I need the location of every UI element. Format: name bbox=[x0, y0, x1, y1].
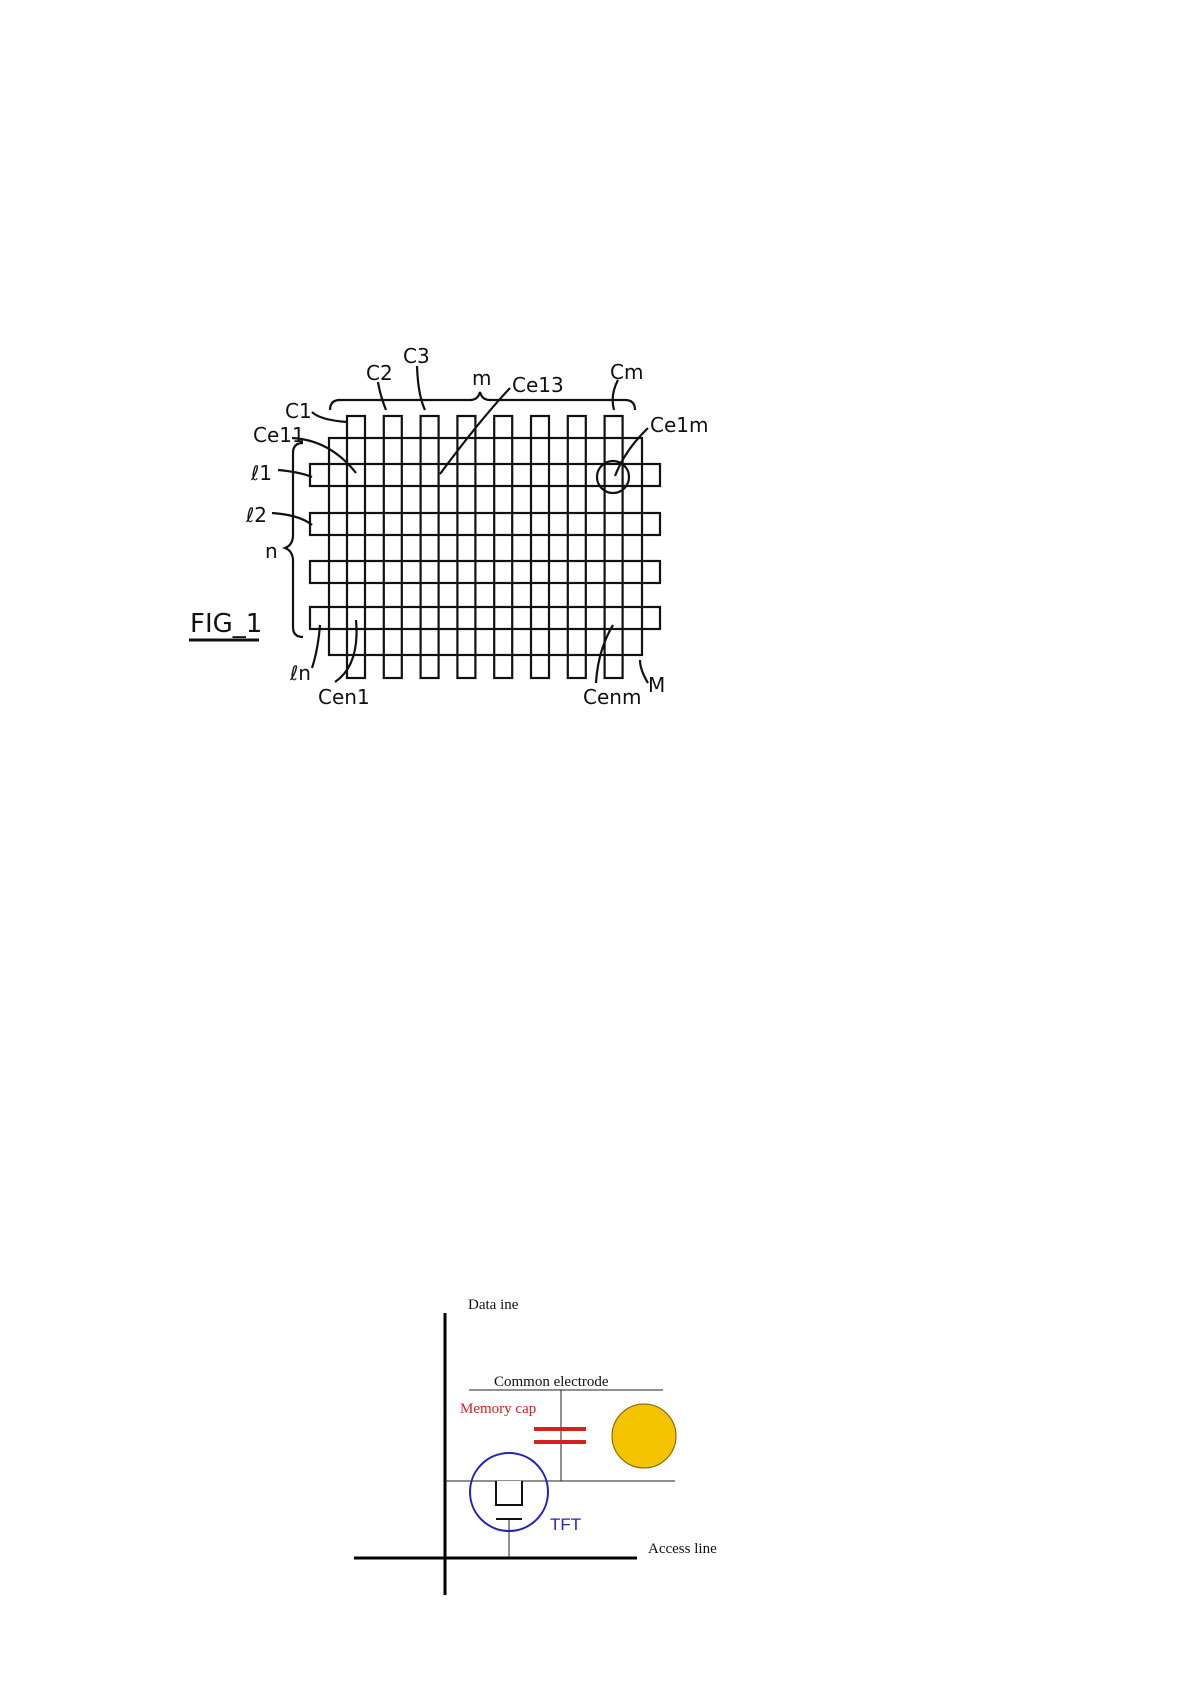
matrix-outline bbox=[327, 436, 644, 657]
brace-m bbox=[328, 391, 637, 411]
label-ln: ℓn bbox=[289, 661, 311, 685]
column-electrodes bbox=[345, 414, 624, 680]
label-c1: C1 bbox=[285, 399, 312, 423]
cell-highlight-circle bbox=[595, 459, 631, 495]
label-l1: ℓ1 bbox=[250, 461, 272, 485]
column-electrode bbox=[603, 414, 624, 680]
column-electrode bbox=[529, 414, 551, 680]
column-electrode bbox=[456, 414, 477, 680]
row-electrode bbox=[308, 511, 662, 537]
leader-ce1m bbox=[613, 427, 649, 477]
label-cen1: Cen1 bbox=[318, 685, 370, 709]
row-electrodes bbox=[308, 462, 662, 631]
pixel-liquid-crystal bbox=[611, 1403, 677, 1469]
column-electrode bbox=[382, 414, 403, 680]
leader-l1 bbox=[277, 468, 313, 479]
figure-1: C1 C2 C3 m Ce13 Cm Ce1m Ce11 ℓ1 ℓ2 n ℓn … bbox=[189, 344, 708, 709]
column-electrode bbox=[345, 414, 367, 680]
leader-cm bbox=[611, 379, 619, 411]
leader-ce11 bbox=[291, 436, 357, 474]
label-c2: C2 bbox=[366, 361, 393, 385]
label-cenm: Cenm bbox=[583, 685, 641, 709]
leader-c3 bbox=[415, 365, 427, 411]
column-electrode bbox=[419, 414, 440, 680]
label-ce13: Ce13 bbox=[512, 373, 564, 397]
leader-m-matrix bbox=[638, 659, 649, 684]
label-ce11: Ce11 bbox=[253, 423, 305, 447]
label-cm: Cm bbox=[610, 360, 643, 384]
label-c3: C3 bbox=[403, 344, 430, 368]
label-ce1m: Ce1m bbox=[650, 413, 708, 437]
label-tft: TFT bbox=[550, 1515, 581, 1534]
leader-ce13 bbox=[439, 387, 511, 475]
label-data-line: Data ine bbox=[468, 1297, 519, 1313]
brace-n bbox=[281, 441, 304, 639]
column-electrode bbox=[493, 414, 514, 680]
leader-cenm bbox=[594, 624, 614, 684]
label-memory-cap: Memory cap bbox=[460, 1401, 536, 1417]
leader-c1 bbox=[311, 411, 348, 424]
column-electrode bbox=[566, 414, 587, 680]
label-access-line: Access line bbox=[648, 1541, 717, 1557]
leader-c2 bbox=[376, 381, 388, 411]
row-electrode bbox=[308, 559, 662, 585]
label-n: n bbox=[265, 539, 278, 563]
label-matrix: M bbox=[648, 673, 665, 697]
row-electrode bbox=[308, 605, 662, 631]
leader-cen1 bbox=[334, 619, 358, 683]
label-common-electrode: Common electrode bbox=[494, 1374, 609, 1390]
leader-l2 bbox=[271, 511, 313, 526]
figure-2-pixel-circuit: Data ine Common electrode Memory cap TFT… bbox=[354, 1297, 717, 1595]
figure-title: FIG_1 bbox=[190, 609, 262, 639]
label-l2: ℓ2 bbox=[245, 503, 267, 527]
row-electrode bbox=[308, 462, 662, 488]
leader-ln bbox=[310, 624, 322, 669]
tft-channel bbox=[495, 1481, 523, 1506]
label-m: m bbox=[472, 366, 491, 390]
